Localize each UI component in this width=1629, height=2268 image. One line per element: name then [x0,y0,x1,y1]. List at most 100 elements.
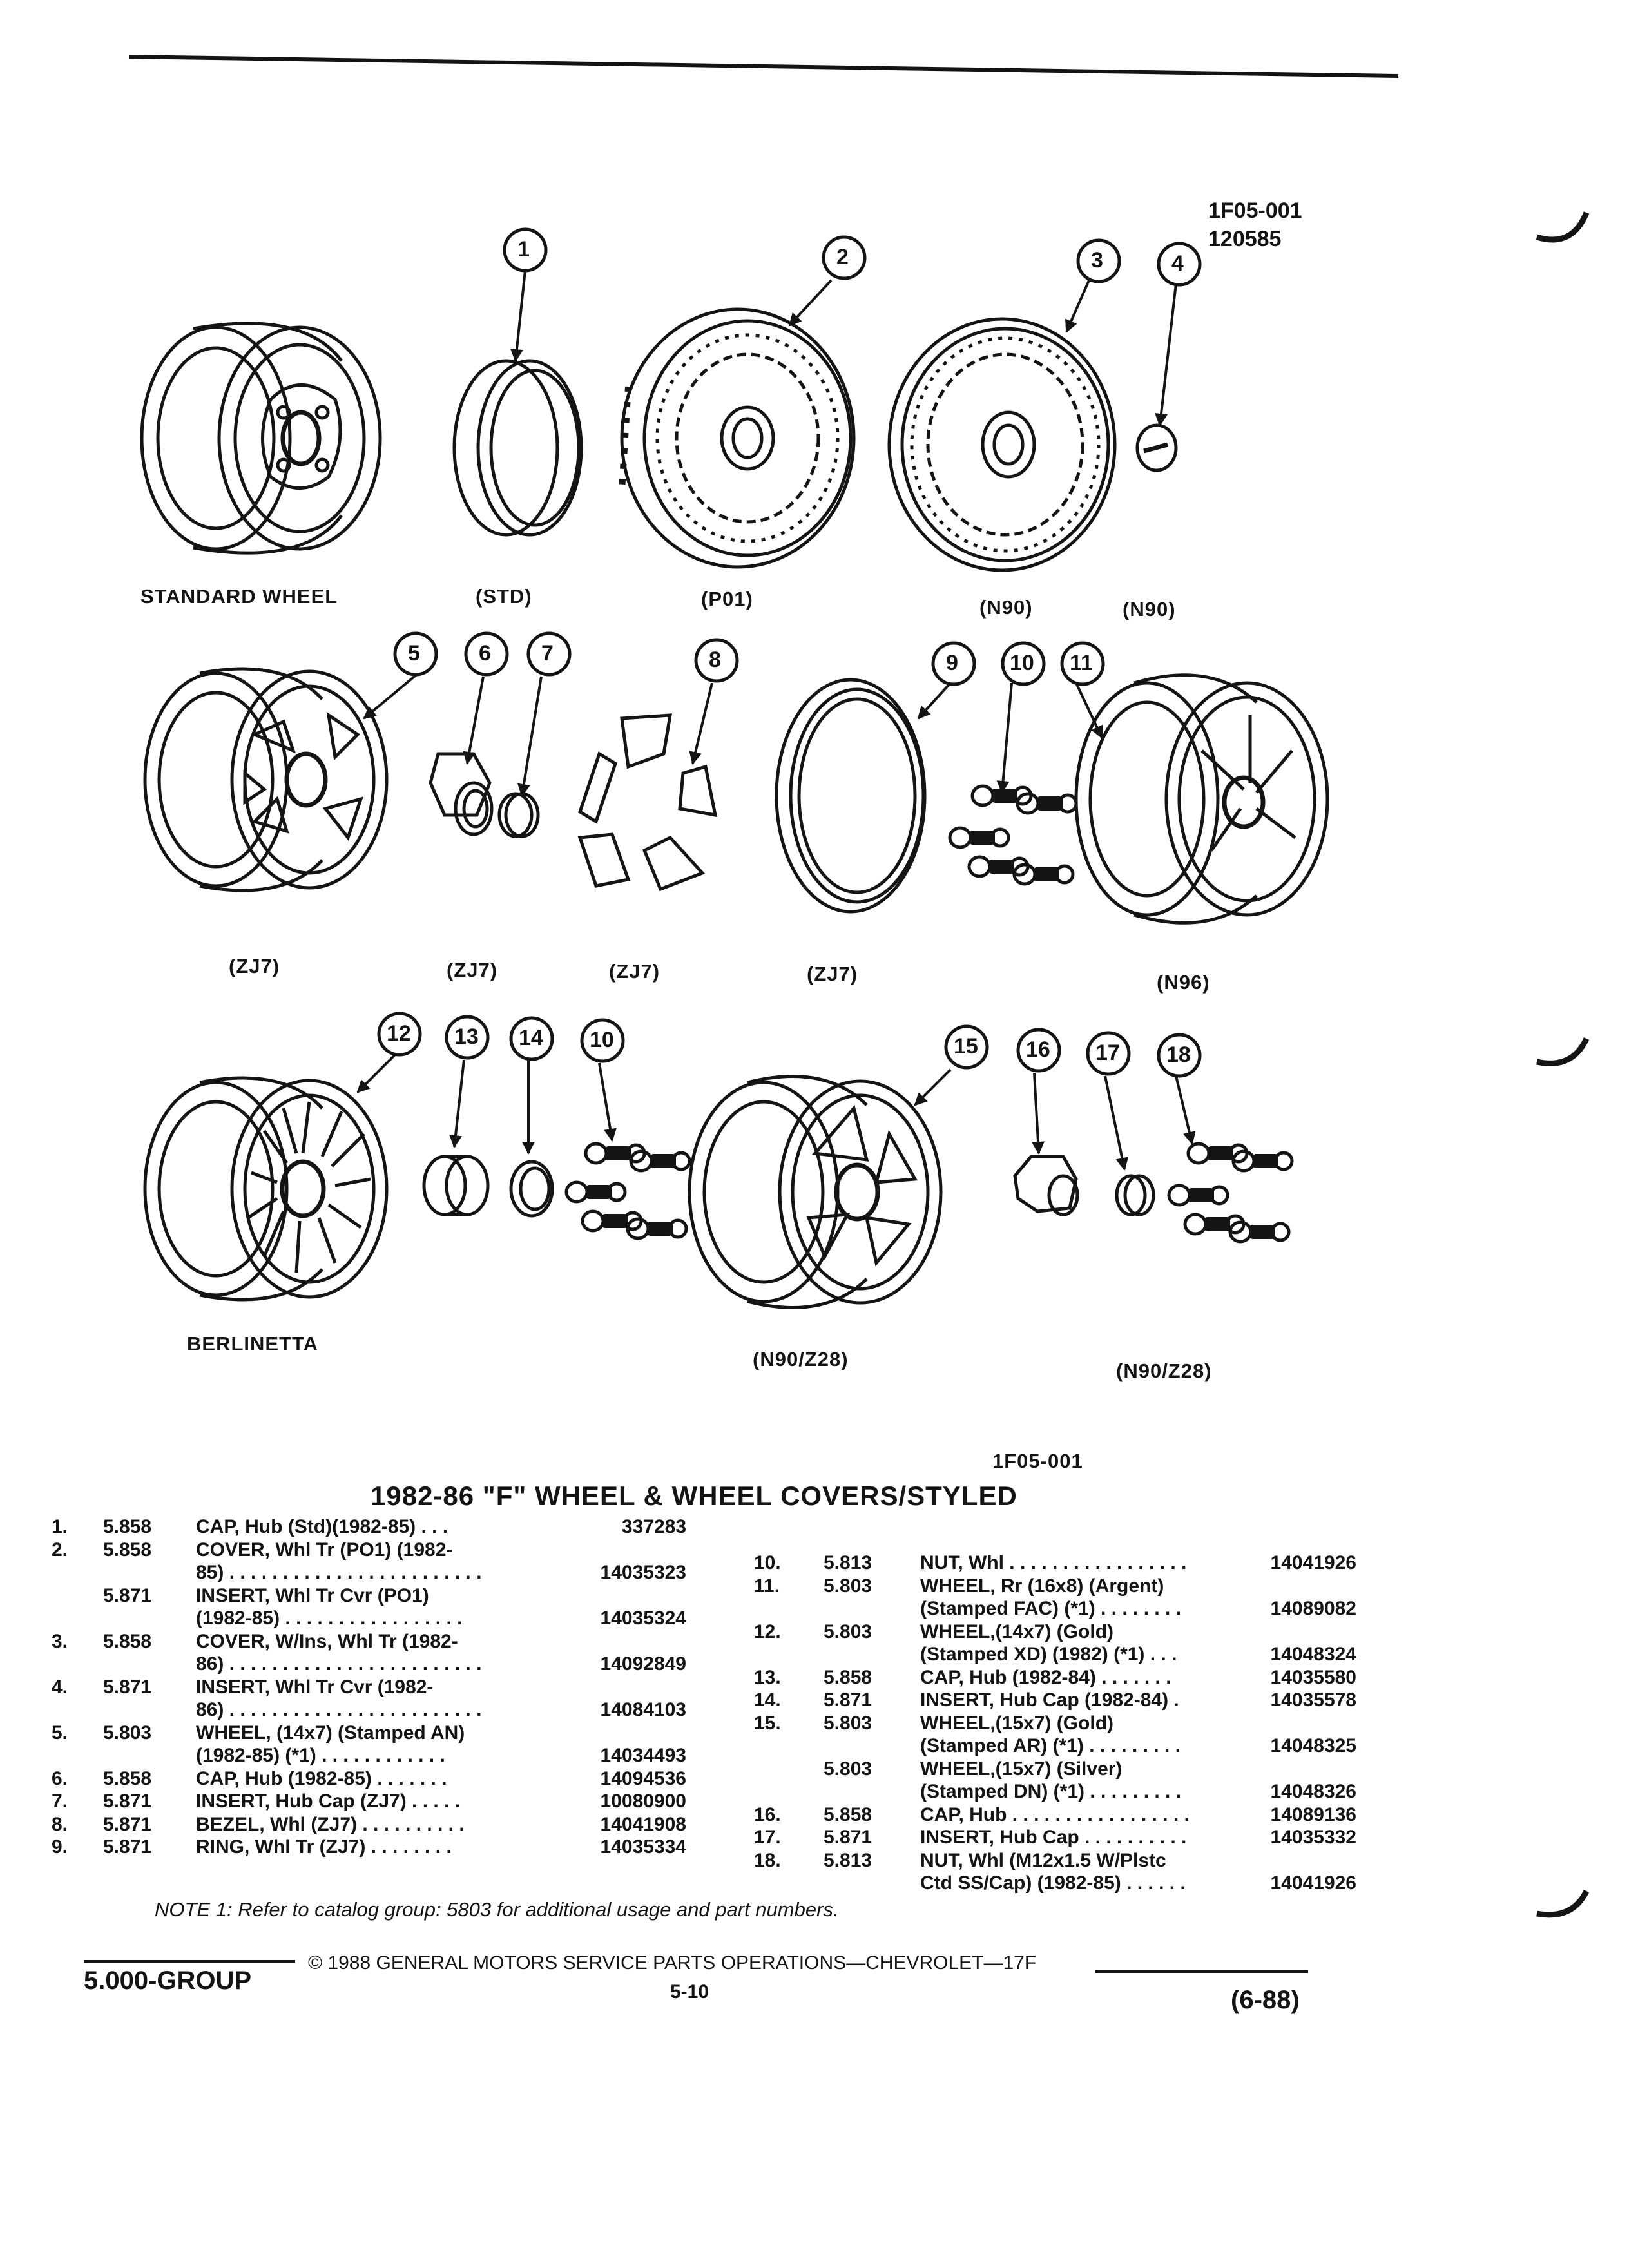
item-number: 9. [52,1836,68,1858]
part-number: 14035323 [600,1562,686,1583]
callout-11: 11 [1070,651,1093,675]
group-number: 5.813 [824,1552,872,1573]
group-number: 5.858 [824,1803,872,1825]
parts-list-row: (Stamped XD) (1982) (*1) . . .14048324 [754,1643,1356,1666]
part-number: 14089082 [1270,1598,1356,1619]
footer-date: (6-88) [1231,1986,1300,2014]
parts-list-row: 85) . . . . . . . . . . . . . . . . . . … [52,1561,686,1584]
item-description: BEZEL, Whl (ZJ7) . . . . . . . . . . [196,1813,465,1835]
binder-mark [1536,1037,1590,1066]
callout-7: 7 [541,641,554,666]
hub-cap-13-drawing [422,1155,490,1216]
caption-zj7-bezel: (ZJ7) [609,960,660,983]
item-number: 2. [52,1539,68,1561]
caption-n90-insert: (N90) [1123,598,1176,620]
parts-list-row: 86) . . . . . . . . . . . . . . . . . . … [52,1653,686,1676]
item-description: INSERT, Hub Cap (ZJ7) . . . . . [196,1791,461,1812]
callout-8: 8 [709,648,721,672]
footer-rule-left [84,1960,295,1963]
figure-code: 1F05-001 [1208,198,1302,223]
item-description: 86) . . . . . . . . . . . . . . . . . . … [196,1653,482,1675]
hub-cap-zj7-drawing [429,752,494,836]
part-number: 14041926 [1270,1552,1356,1573]
wheel-z28-drawing [688,1075,943,1309]
item-description: WHEEL, (14x7) (Stamped AN) [196,1722,465,1744]
group-number: 5.858 [103,1630,152,1652]
page-title: 1982-86 "F" WHEEL & WHEEL COVERS/STYLED [371,1481,1017,1511]
item-description: INSERT, Hub Cap (1982-84) . [920,1689,1179,1711]
wheel-zj7-drawing [143,667,389,892]
callout-10: 10 [1010,651,1034,675]
footnote: NOTE 1: Refer to catalog group: 5803 for… [155,1898,839,1921]
part-number: 14035332 [1270,1827,1356,1848]
item-number: 1. [52,1516,68,1537]
callout-15: 15 [954,1034,978,1059]
group-number: 5.871 [103,1584,152,1606]
item-number: 12. [754,1620,781,1642]
item-number: 11. [754,1575,780,1597]
binder-mark [1536,1889,1590,1918]
item-number: 7. [52,1791,68,1812]
group-number: 5.858 [103,1539,152,1561]
caption-n90-z28-parts: (N90/Z28) [1116,1360,1212,1382]
group-number: 5.803 [824,1620,872,1642]
parts-list-row: 2. 5.858 COVER, Whl Tr (PO1) (1982- [52,1539,686,1562]
item-description: 86) . . . . . . . . . . . . . . . . . . … [196,1699,482,1720]
callout-6: 6 [479,641,491,666]
item-description: 85) . . . . . . . . . . . . . . . . . . … [196,1562,482,1583]
part-number: 10080900 [600,1791,686,1812]
part-number: 14034493 [600,1745,686,1766]
item-description: RING, Whl Tr (ZJ7) . . . . . . . . [196,1836,452,1858]
parts-list-row: 4. 5.871 INSERT, Whl Tr Cvr (1982- [52,1676,686,1699]
caption-std: (STD) [476,585,532,608]
caption-zj7-ring: (ZJ7) [807,963,858,985]
item-description: INSERT, Whl Tr Cvr (PO1) [196,1584,429,1606]
item-description: CAP, Hub (1982-84) . . . . . . . [920,1666,1171,1688]
item-description: INSERT, Whl Tr Cvr (1982- [196,1676,434,1698]
caption-n90-cover: (N90) [979,596,1033,619]
group-number: 5.871 [103,1791,152,1812]
item-description: COVER, Whl Tr (PO1) (1982- [196,1539,453,1561]
callout-14: 14 [519,1026,543,1050]
item-number: 4. [52,1676,68,1698]
parts-list-row: 7. 5.871 INSERT, Hub Cap (ZJ7) . . . . . 10… [52,1790,686,1813]
caption-zj7-wheel: (ZJ7) [229,955,280,977]
item-number: 5. [52,1722,68,1744]
footer-copyright: © 1988 GENERAL MOTORS SERVICE PARTS OPER… [308,1952,1037,1974]
caption-n96: (N96) [1157,971,1210,994]
wheel-cover-n90-drawing [887,317,1117,572]
figure-date: 120585 [1208,227,1282,251]
item-description: (Stamped XD) (1982) (*1) . . . [920,1644,1177,1665]
hub-cap-insert-14-drawing [509,1160,554,1218]
callout-16: 16 [1026,1037,1050,1062]
group-number: 5.803 [824,1712,872,1734]
group-number: 5.803 [824,1575,872,1597]
callout-10b: 10 [590,1028,614,1052]
item-number: 17. [754,1827,781,1848]
part-number: 14084103 [600,1699,686,1720]
part-number: 14035334 [600,1836,686,1858]
item-number: 13. [754,1666,781,1688]
item-number: 3. [52,1630,68,1652]
callout-18: 18 [1166,1043,1191,1067]
wheel-n96-drawing [1074,673,1329,925]
standard-wheel-drawing [140,322,382,555]
item-description: (1982-85) . . . . . . . . . . . . . . . … [196,1608,463,1629]
item-number: 15. [754,1712,781,1734]
caption-p01: (P01) [701,588,753,610]
callout-4: 4 [1171,251,1184,276]
callout-1: 1 [517,237,530,262]
part-number: 14094536 [600,1767,686,1789]
callout-2: 2 [836,245,849,269]
parts-list-row: (1982-85) . . . . . . . . . . . . . . . … [52,1607,686,1630]
group-number: 5.871 [103,1676,152,1698]
parts-list-row: (Stamped FAC) (*1) . . . . . . . .140890… [754,1597,1356,1620]
part-number: 14041926 [1270,1872,1356,1894]
